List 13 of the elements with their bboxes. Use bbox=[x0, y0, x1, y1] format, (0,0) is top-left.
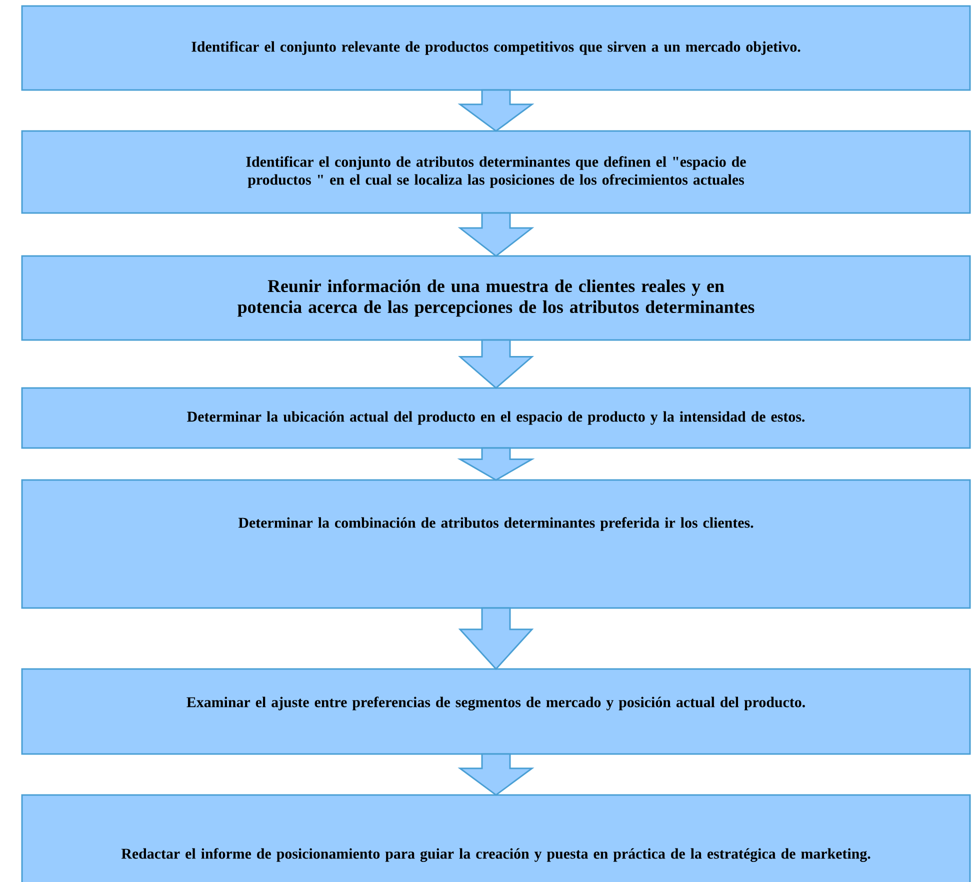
step-box: Identificar el conjunto de atributos determinantes que definen el "espacio de productos " en el cual se localiza las posiciones de los ofrecimientos actuales bbox=[21, 130, 971, 214]
block-arrow bbox=[458, 753, 534, 796]
block-arrow bbox=[457, 447, 535, 481]
step-box: Reunir información de una muestra de clientes reales y en potencia acerca de las percepciones de los atributos determinantes bbox=[21, 255, 971, 341]
block-arrow bbox=[458, 607, 534, 670]
step-box: Determinar la ubicación actual del producto en el espacio de producto y la intensidad de estos. bbox=[21, 387, 971, 449]
step-box: Redactar el informe de posicionamiento para guiar la creación y puesta en práctica de la estratégica de marketing. bbox=[21, 794, 971, 882]
step-box: Examinar el ajuste entre preferencias de segmentos de mercado y posición actual del producto. bbox=[21, 668, 971, 755]
block-arrow bbox=[458, 212, 534, 257]
step-box: Determinar la combinación de atributos determinantes preferida ir los clientes. bbox=[21, 479, 971, 609]
block-arrow bbox=[458, 89, 534, 132]
step-box: Identificar el conjunto relevante de productos competitivos que sirven a un mercado objetivo. bbox=[21, 5, 971, 91]
block-arrow bbox=[458, 339, 534, 389]
